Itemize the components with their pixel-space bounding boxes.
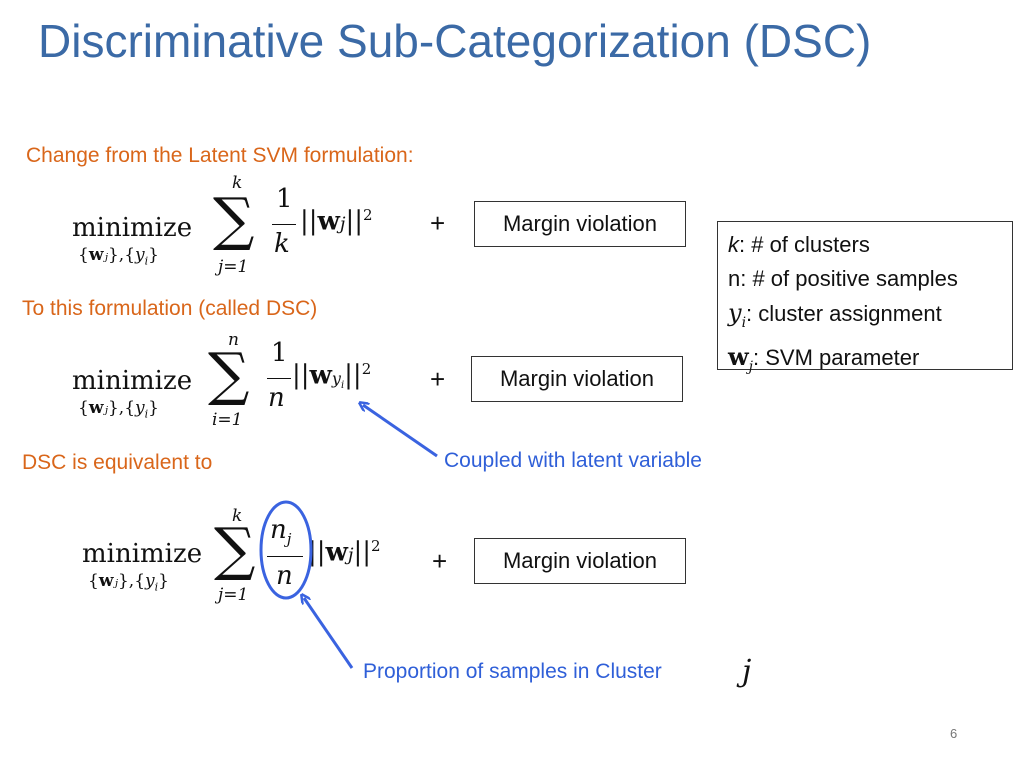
legend-row-yi: yi : cluster assignment [728, 296, 1002, 340]
eq3-subscript: {wⱼ},{yi} [88, 571, 169, 594]
eq3-frac-num: nj [270, 515, 292, 549]
eq1-subscript: {wⱼ},{yi} [78, 245, 159, 268]
legend-symbol-wj: wj [728, 341, 754, 375]
eq3-frac-den: n [276, 561, 293, 591]
legend-box: k : # of clusters n: # of positive sampl… [717, 221, 1013, 375]
eq1-norm: ||wj||2 [300, 206, 373, 237]
eq1-plus: + [430, 208, 446, 238]
legend-text-yi: : cluster assignment [746, 301, 942, 326]
legend-text-k: : # of clusters [739, 232, 870, 257]
eq2-minimize: minimize [72, 366, 193, 396]
circle-proportion [259, 500, 313, 600]
eq2-norm: ||wyi||2 [292, 360, 372, 391]
eq1-frac-den: k [274, 229, 290, 259]
eq1-sum-top: k [232, 173, 243, 193]
eq1-margin-box: Margin violation [474, 201, 686, 247]
eq2-frac-line [267, 378, 291, 379]
eq1-minimize: minimize [72, 213, 193, 243]
eq3-norm: ||wj||2 [308, 537, 381, 568]
legend-row-n: n: # of positive samples [728, 262, 1002, 296]
eq3-frac-line [267, 556, 303, 557]
arrow-coupled [363, 405, 438, 458]
eq3-plus: + [432, 546, 448, 576]
eq2-plus: + [430, 364, 446, 394]
page-number: 6 [950, 726, 958, 741]
legend-row-k: k : # of clusters [728, 228, 1002, 262]
legend-row-wj: wj : SVM parameter [728, 340, 1002, 384]
eq2-subscript: {wⱼ},{yi} [78, 398, 159, 421]
eq2-margin-box: Margin violation [471, 356, 683, 402]
eq3-margin-box: Margin violation [474, 538, 686, 584]
annotation-coupled: Coupled with latent variable [444, 449, 702, 472]
eq2-frac-den: n [268, 383, 285, 413]
slide-title: Discriminative Sub-Categorization (DSC) [38, 15, 872, 67]
eq1-frac-num: 1 [276, 184, 293, 214]
eq2-sum-icon: ∑ [208, 340, 250, 408]
eq3-minimize: minimize [82, 539, 203, 569]
annotation-proportion: Proportion of samples in Cluster [363, 660, 662, 683]
eq1-frac-line [272, 224, 296, 225]
eq3-sum-top: k [232, 506, 243, 526]
eq3-sum-bottom: j=1 [218, 585, 249, 605]
legend-symbol-yi: yi [728, 299, 747, 331]
legend-symbol-k: k [728, 232, 739, 257]
eq1-sum-icon: ∑ [213, 185, 255, 253]
annotation-proportion-symbol: j [742, 654, 752, 689]
label-to-this: To this formulation (called DSC) [22, 297, 318, 320]
eq2-frac-num: 1 [271, 338, 288, 368]
eq1-sum-bottom: j=1 [218, 257, 249, 277]
eq3-sum-icon: ∑ [214, 515, 256, 583]
eq2-sum-bottom: i=1 [212, 410, 243, 430]
label-equivalent: DSC is equivalent to [22, 451, 213, 474]
legend-text-wj: : SVM parameter [753, 344, 920, 370]
label-change: Change from the Latent SVM formulation: [26, 144, 414, 167]
legend-text-n: n: # of positive samples [728, 266, 958, 291]
arrow-proportion [304, 598, 354, 669]
eq2-sum-top: n [228, 330, 239, 350]
